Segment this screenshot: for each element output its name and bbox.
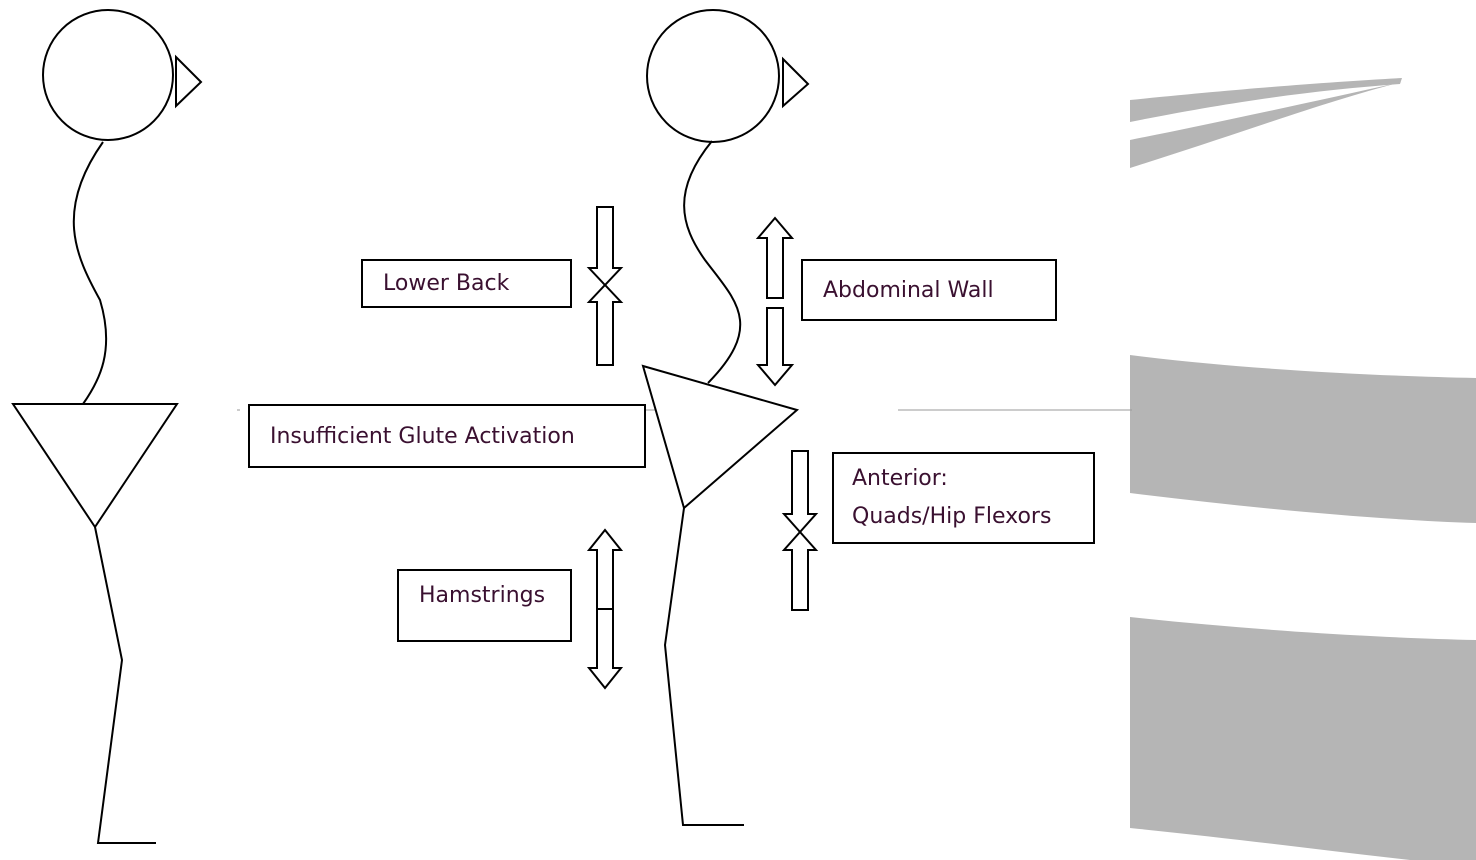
- lower-back-label-box: Lower Back: [361, 259, 572, 308]
- lower-back-down-arrow: [586, 206, 624, 287]
- abdominal-down-arrow: [755, 307, 795, 387]
- nose-icon: [782, 56, 810, 109]
- abdominal-up-arrow: [755, 216, 795, 299]
- abdominal-wall-label-box: Abdominal Wall: [801, 259, 1057, 321]
- head-icon: [646, 9, 780, 143]
- lower-back-up-arrow: [586, 283, 624, 366]
- nose-icon: [175, 54, 203, 109]
- glute-activation-label-box: Insufficient Glute Activation: [248, 404, 646, 468]
- leg: [663, 507, 744, 826]
- figure-neutral: [11, 9, 203, 844]
- hamstrings-up-arrow: [586, 528, 624, 610]
- figure-anterior-tilt: [641, 9, 810, 826]
- head-icon: [42, 9, 174, 141]
- hamstrings-label-box: Hamstrings: [397, 569, 572, 642]
- arrows: [586, 206, 819, 690]
- lower-back-label: Lower Back: [383, 271, 510, 296]
- spine-curve: [683, 140, 742, 384]
- glute-activation-label: Insufficient Glute Activation: [270, 423, 575, 449]
- leg: [94, 526, 156, 844]
- anterior-label-box: Anterior: Quads/Hip Flexors: [832, 452, 1095, 544]
- hamstrings-label: Hamstrings: [419, 583, 546, 608]
- decorative-swooshes: [1130, 78, 1476, 860]
- abdominal-wall-label: Abdominal Wall: [823, 277, 994, 303]
- anterior-up-arrow: [781, 530, 819, 611]
- hamstrings-down-arrow: [586, 608, 624, 690]
- anterior-label-line1: Anterior:: [852, 466, 948, 491]
- pelvis-triangle: [641, 364, 800, 510]
- anterior-down-arrow: [781, 450, 819, 534]
- pelvis-triangle: [11, 403, 179, 529]
- anterior-label-line2: Quads/Hip Flexors: [852, 504, 1052, 529]
- spine-curve: [72, 141, 108, 405]
